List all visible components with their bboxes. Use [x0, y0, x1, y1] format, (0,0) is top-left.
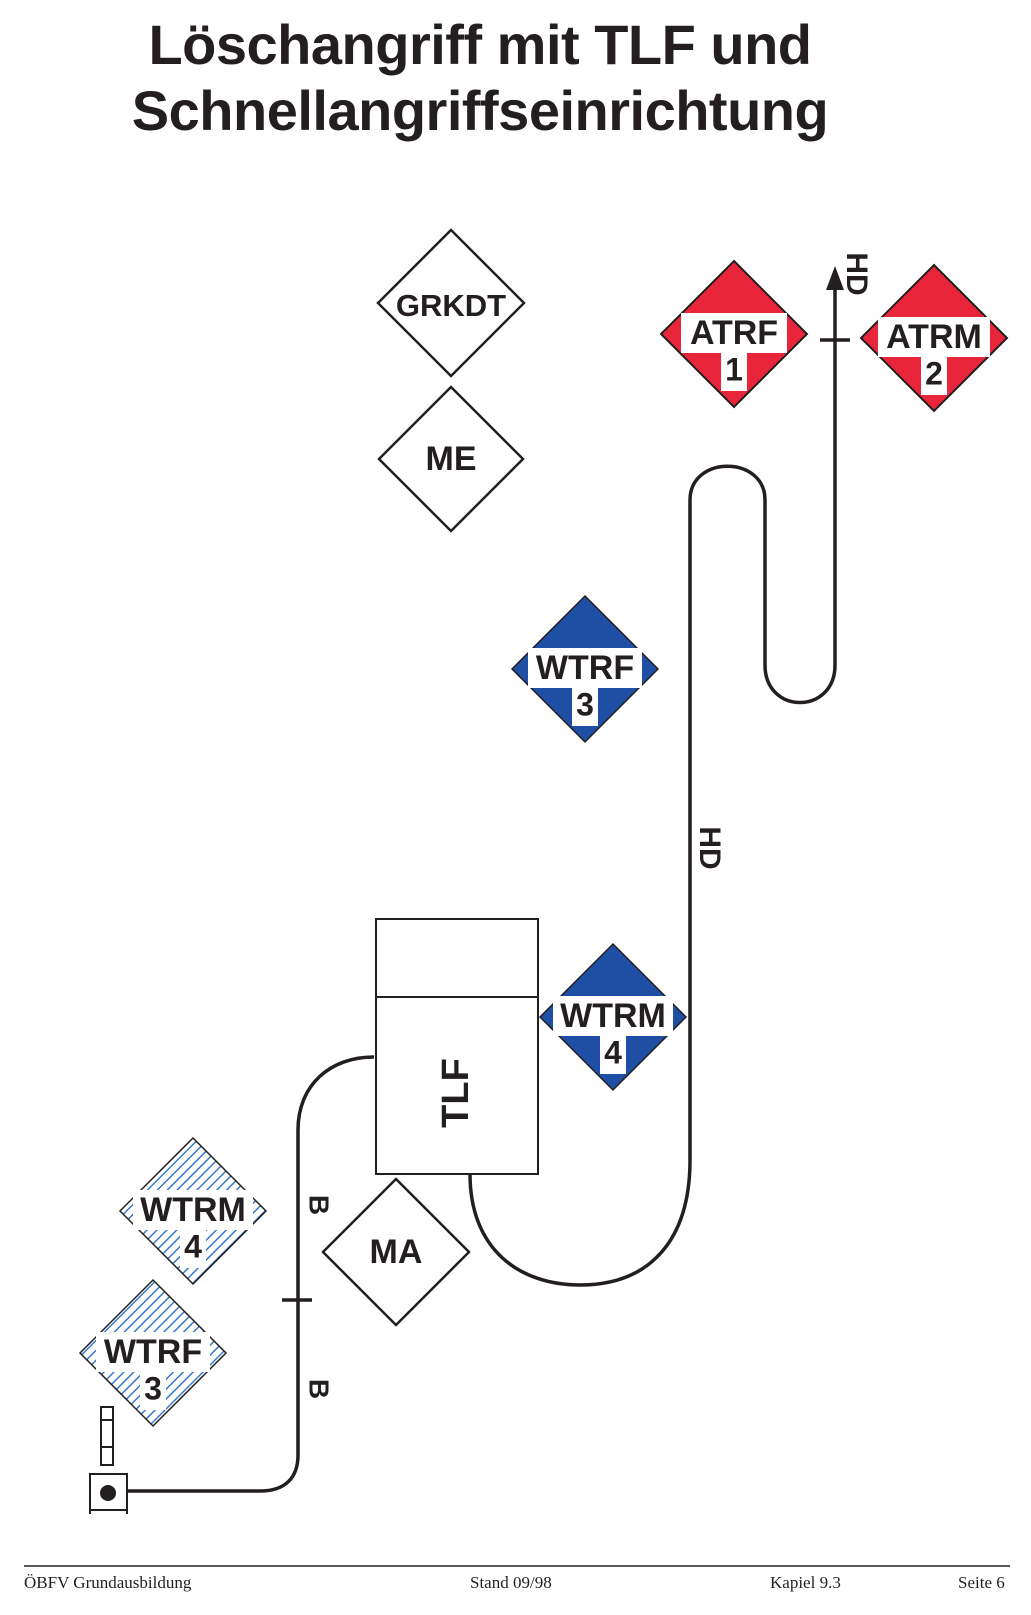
tlf-vehicle: TLF: [375, 918, 539, 1175]
title-line-2: Schnellangriffseinrichtung: [131, 79, 829, 142]
footer-page-number: Seite 6: [958, 1573, 1005, 1592]
atrf-label: ATRF: [690, 314, 778, 352]
footer-revision: Stand 09/98: [470, 1573, 552, 1592]
wtrm-blue-number: 4: [604, 1034, 622, 1070]
b-supply-hose-line: [128, 1055, 375, 1493]
footer-course: ÖBFV Grundausbildung: [24, 1573, 192, 1592]
hose-label-b-upper: B: [304, 1195, 335, 1215]
wtrm-hatched-number: 4: [184, 1228, 202, 1264]
title-line-1: Löschangriff mit TLF und: [148, 13, 812, 76]
atrf-number: 1: [725, 351, 743, 387]
wtrf-hatched-label: WTRF: [104, 1333, 202, 1371]
wtrf-blue-number: 3: [576, 686, 594, 722]
group-commander-grkdt: GRKDT: [376, 228, 526, 378]
atrm-number: 2: [925, 355, 943, 391]
machinist-ma: MA: [321, 1177, 471, 1327]
water-troop-leader-wtrf: WTRF 3: [510, 594, 660, 744]
messenger-me: ME: [377, 385, 525, 533]
tlf-label: TLF: [435, 1058, 477, 1128]
hydrant-icon: [89, 1406, 128, 1514]
grkdt-label: GRKDT: [396, 288, 506, 323]
hose-label-hd-mid: HD: [693, 826, 726, 869]
me-label: ME: [426, 440, 477, 478]
page-title: Löschangriff mit TLF und Schnellangriffs…: [0, 12, 960, 144]
water-troop-leader-wtrf-hatched: WTRF 3: [78, 1278, 228, 1428]
water-troop-member-wtrm: WTRM 4: [538, 942, 688, 1092]
hd-arrow-head-icon: [826, 266, 844, 290]
ma-label: MA: [370, 1233, 423, 1271]
attack-troop-leader-atrf: ATRF 1: [659, 259, 809, 409]
attack-troop-member-atrm: ATRM 2: [859, 263, 1009, 413]
hose-label-hd-top: HD: [840, 252, 873, 295]
wtrf-hatched-number: 3: [144, 1370, 162, 1406]
hose-label-b-lower: B: [304, 1379, 335, 1399]
footer-chapter: Kapiel 9.3: [770, 1573, 841, 1592]
wtrm-hatched-label: WTRM: [140, 1191, 246, 1229]
hd-hose-line: [468, 290, 837, 1287]
wtrf-blue-label: WTRF: [536, 649, 634, 687]
water-troop-member-wtrm-hatched: WTRM 4: [118, 1136, 268, 1286]
atrm-label: ATRM: [886, 318, 982, 356]
page-footer: ÖBFV Grundausbildung Stand 09/98 Kapiel …: [24, 1573, 1010, 1597]
wtrm-blue-label: WTRM: [560, 997, 666, 1035]
